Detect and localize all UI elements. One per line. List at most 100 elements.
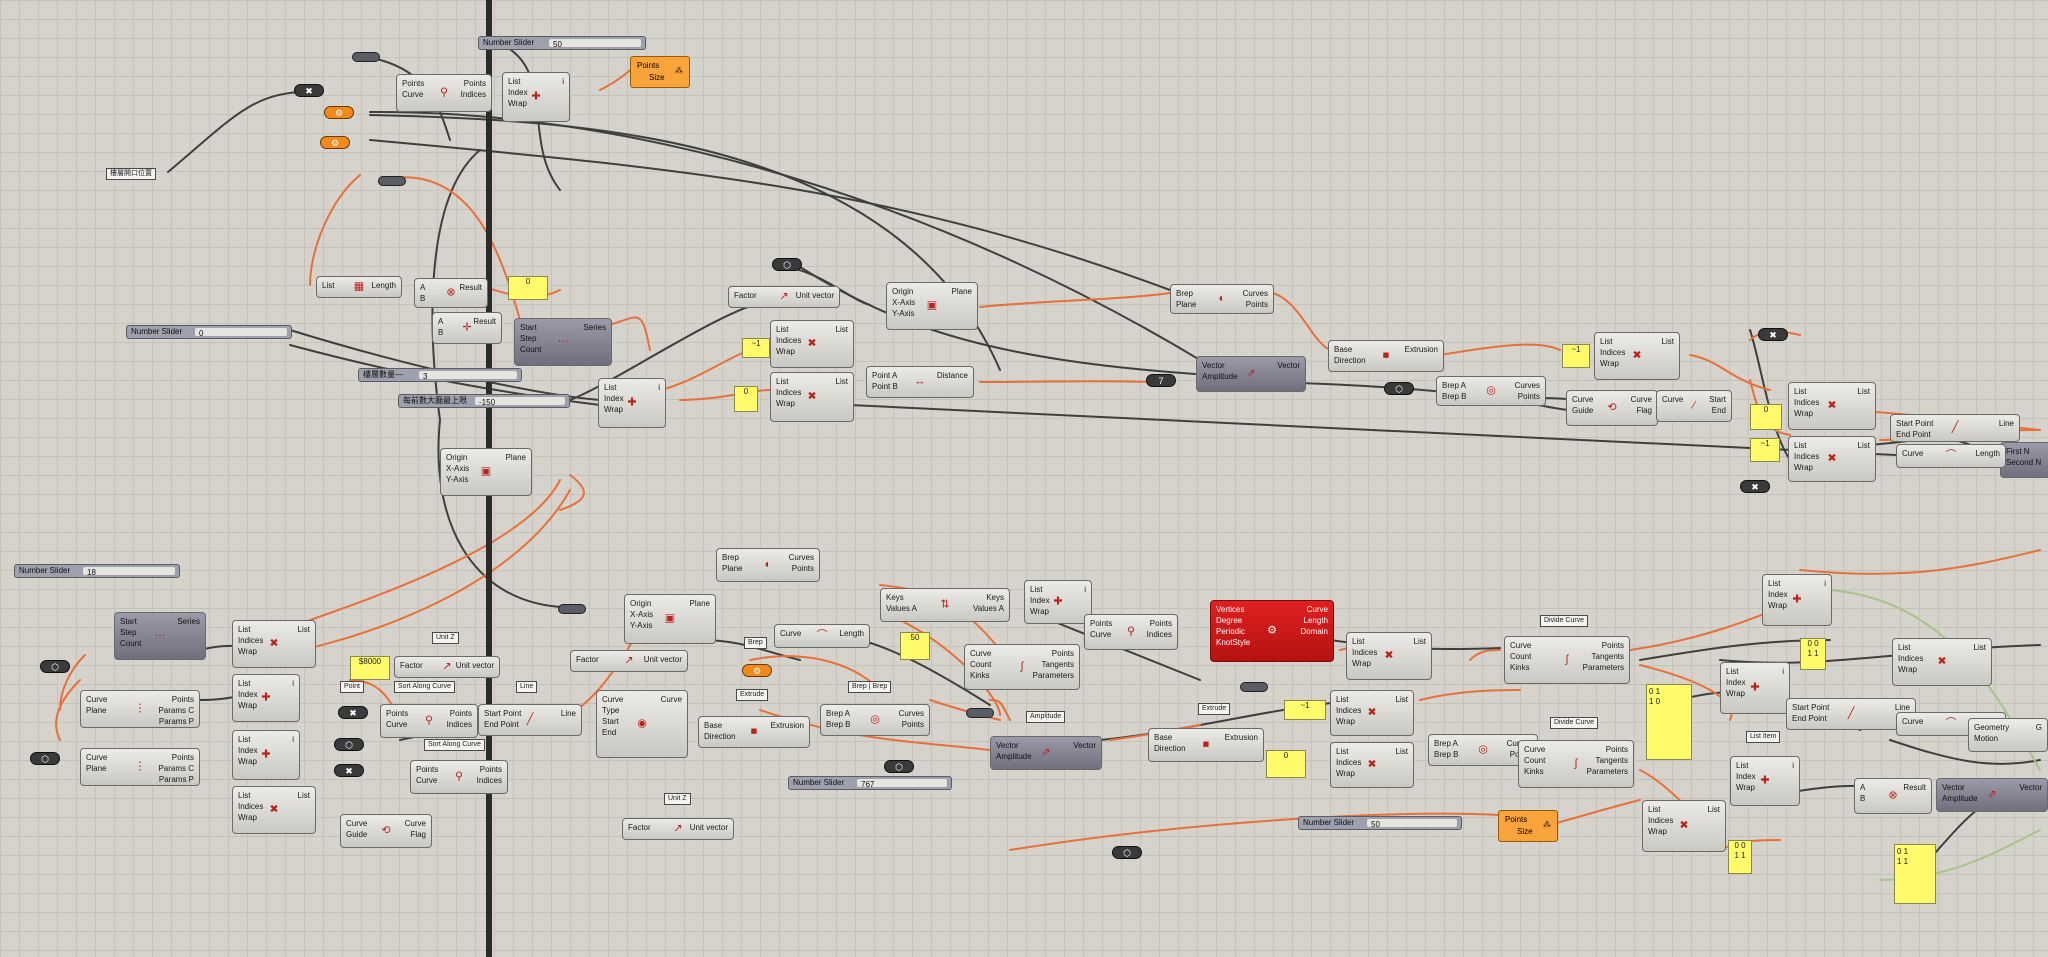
output-label[interactable]: List	[297, 625, 310, 634]
slider-value[interactable]: 0	[195, 328, 287, 338]
input-label[interactable]: End Point	[484, 720, 519, 729]
boolean-toggle[interactable]: ⚙	[320, 136, 350, 149]
input-label[interactable]: Brep A	[826, 709, 851, 718]
input-label[interactable]: Indices	[776, 336, 802, 345]
relay-tag[interactable]: List Item	[1746, 731, 1781, 743]
input-label[interactable]: Periodic	[1216, 627, 1245, 636]
slider-value[interactable]: 767	[857, 779, 947, 789]
input-label[interactable]: Curve	[346, 819, 368, 828]
input-label[interactable]: Index	[508, 88, 528, 97]
boolean-toggle[interactable]: ✖	[334, 764, 364, 777]
input-label[interactable]: Y-Axis	[446, 475, 469, 484]
input-label[interactable]: Kinks	[1524, 767, 1544, 776]
yellow-panel[interactable]: 0 0 1 1	[1728, 840, 1752, 874]
output-label[interactable]: Points	[1517, 392, 1540, 401]
output-label[interactable]: List	[1857, 441, 1870, 450]
input-label[interactable]: List	[238, 735, 251, 744]
output-label[interactable]: List	[297, 791, 310, 800]
input-label[interactable]: Wrap	[1898, 665, 1917, 674]
yellow-panel[interactable]: 0	[1750, 404, 1782, 430]
input-label[interactable]: Vertices	[1216, 605, 1245, 614]
output-label[interactable]: Params C	[158, 706, 194, 715]
input-label[interactable]: Vector	[996, 741, 1019, 750]
output-label[interactable]: List	[1857, 387, 1870, 396]
input-label[interactable]: X-Axis	[892, 298, 916, 307]
output-label[interactable]: Domain	[1300, 627, 1328, 636]
input-label[interactable]: A	[420, 283, 426, 292]
output-label[interactable]: Result	[1903, 783, 1926, 792]
input-label[interactable]: Curve	[1902, 449, 1924, 458]
data-param[interactable]	[966, 708, 994, 718]
output-label[interactable]: Extrusion	[1404, 345, 1438, 354]
input-label[interactable]: Start	[520, 323, 537, 332]
output-label[interactable]: Flag	[410, 830, 426, 839]
input-label[interactable]: Wrap	[776, 399, 795, 408]
output-label[interactable]: Parameters	[1586, 767, 1628, 776]
input-label[interactable]: Wrap	[1736, 783, 1755, 792]
input-label[interactable]: Origin	[630, 599, 652, 608]
input-label[interactable]: Base	[704, 721, 723, 730]
input-label[interactable]: Index	[1736, 772, 1756, 781]
number-slider[interactable]: 每前數大廳最上限 -150	[398, 394, 570, 408]
input-label[interactable]: Start Point	[484, 709, 522, 718]
boolean-toggle[interactable]: ⬡	[334, 738, 364, 751]
output-label[interactable]: Length	[1303, 616, 1328, 625]
output-label[interactable]: Curves	[1514, 381, 1540, 390]
input-label[interactable]: Indices	[1648, 816, 1674, 825]
component-c42[interactable]: Factor↗Unit vector	[622, 818, 734, 840]
input-label[interactable]: Factor	[628, 823, 651, 832]
input-label[interactable]: List	[1898, 643, 1911, 652]
output-label[interactable]: Line	[1894, 703, 1910, 712]
input-label[interactable]: List	[1030, 585, 1043, 594]
boolean-toggle[interactable]: ✖	[1758, 328, 1788, 341]
output-label[interactable]: Curves	[898, 709, 924, 718]
input-label[interactable]: Indices	[1600, 348, 1626, 357]
input-label[interactable]: Degree	[1216, 616, 1243, 625]
input-label[interactable]: Factor	[400, 661, 423, 670]
input-label[interactable]: Plane	[86, 764, 107, 773]
output-label[interactable]: i	[1824, 579, 1826, 588]
input-label[interactable]: List	[1794, 387, 1807, 396]
input-label[interactable]: Indices	[776, 388, 802, 397]
input-label[interactable]: Wrap	[508, 99, 527, 108]
input-label[interactable]: Wrap	[1794, 463, 1813, 472]
input-label[interactable]: Keys	[886, 593, 904, 602]
input-label[interactable]: Points	[1090, 619, 1113, 628]
input-label[interactable]: Start	[120, 617, 137, 626]
input-label[interactable]: Indices	[238, 802, 264, 811]
input-label[interactable]: Guide	[346, 830, 368, 839]
input-label[interactable]: Amplitude	[996, 752, 1032, 761]
boolean-toggle[interactable]: ⬡	[1112, 846, 1142, 859]
output-label[interactable]: Points	[1245, 300, 1268, 309]
input-label[interactable]: List	[776, 325, 789, 334]
input-label[interactable]: Values A	[886, 604, 917, 613]
output-label[interactable]: Points	[1601, 641, 1624, 650]
yellow-panel[interactable]: ~1	[1284, 700, 1326, 720]
boolean-toggle[interactable]: ⬡	[1384, 382, 1414, 395]
input-label[interactable]: Wrap	[1726, 689, 1745, 698]
input-label[interactable]: End Point	[1792, 714, 1827, 723]
output-label[interactable]: Series	[583, 323, 606, 332]
input-label[interactable]: List	[604, 383, 617, 392]
input-label[interactable]: Brep B	[826, 720, 851, 729]
output-label[interactable]: Vector	[1073, 741, 1096, 750]
data-param[interactable]	[558, 604, 586, 614]
input-label[interactable]: Wrap	[776, 347, 795, 356]
input-label[interactable]: Points	[416, 765, 439, 774]
